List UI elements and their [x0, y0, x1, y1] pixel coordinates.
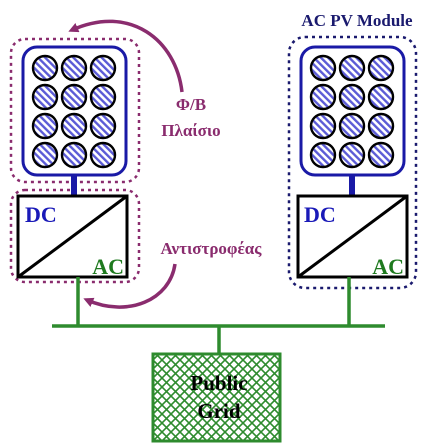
pv-cell: [31, 112, 59, 140]
pv-cell: [309, 141, 337, 169]
right-dc-label: DC: [304, 202, 336, 227]
panel-annotation-arrow: [68, 19, 184, 93]
left-ac-label: AC: [92, 254, 124, 279]
right-pv-panel: [299, 45, 406, 177]
inverter-annotation-arrow: [83, 263, 177, 309]
public-grid-label-line2: Grid: [197, 399, 240, 423]
pv-cell: [31, 54, 59, 82]
pv-cell: [367, 83, 395, 111]
pv-cell: [338, 141, 366, 169]
left-inverter: DC AC: [16, 194, 129, 279]
right-dc-connector: [349, 175, 355, 197]
right-ac-label: AC: [372, 254, 404, 279]
pv-cell: [338, 83, 366, 111]
pv-cell: [60, 83, 88, 111]
pv-panel-greek-label-line2: Πλαίσιο: [161, 121, 220, 140]
pv-cell: [31, 141, 59, 169]
pv-cell: [309, 54, 337, 82]
left-pv-panel: [21, 45, 128, 177]
ac-bus-wiring: [52, 277, 385, 354]
pv-cell: [89, 83, 117, 111]
pv-cell: [60, 112, 88, 140]
inverter-greek-label: Αντιστροφέας: [161, 239, 263, 258]
pv-panel-greek-label-line1: Φ/Β: [176, 95, 206, 114]
pv-cell: [338, 54, 366, 82]
public-grid-box: Public Grid: [151, 352, 282, 443]
pv-cell: [60, 141, 88, 169]
pv-cell: [89, 141, 117, 169]
pv-cell: [309, 112, 337, 140]
pv-cell: [89, 54, 117, 82]
pv-cell: [309, 83, 337, 111]
pv-cell: [367, 141, 395, 169]
pv-cell: [60, 54, 88, 82]
left-dc-label: DC: [25, 202, 57, 227]
pv-cell: [338, 112, 366, 140]
right-inverter: DC AC: [296, 194, 409, 279]
pv-cell: [89, 112, 117, 140]
pv-cell: [367, 112, 395, 140]
ac-pv-module-title: AC PV Module: [301, 11, 413, 30]
pv-cell: [367, 54, 395, 82]
public-grid-label-line1: Public: [190, 371, 247, 395]
pv-cell: [31, 83, 59, 111]
left-dc-connector: [71, 175, 77, 197]
